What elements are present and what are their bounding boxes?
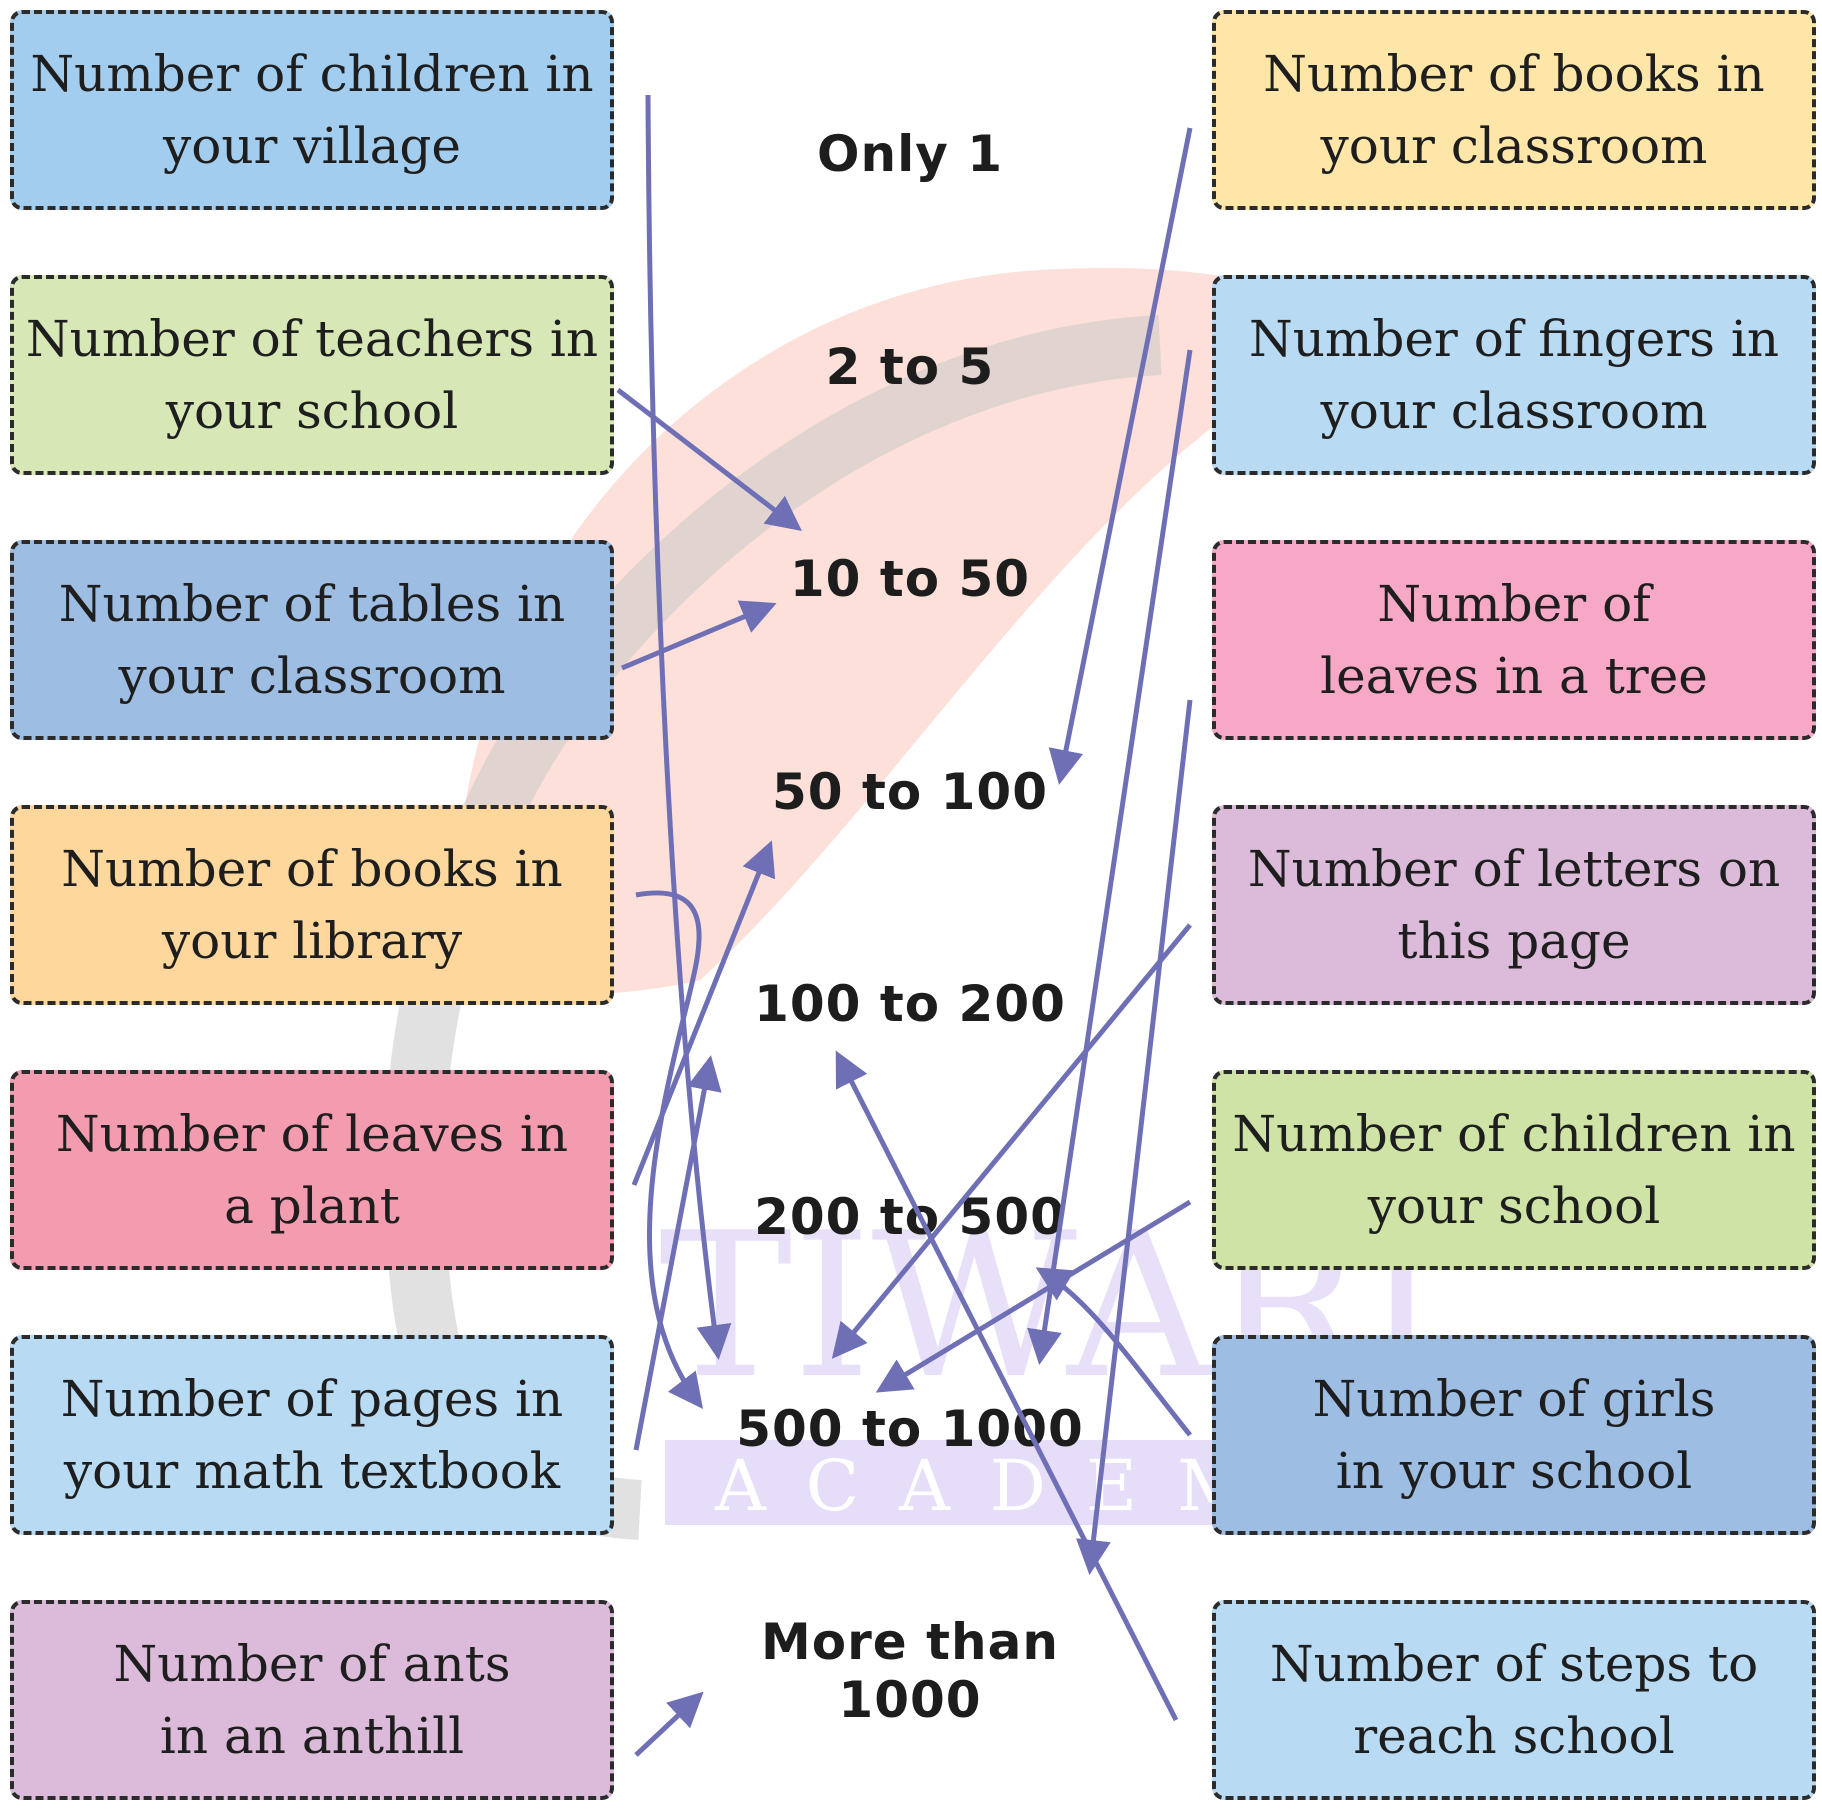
left-item-children-village: Number of children in your village bbox=[10, 10, 614, 210]
right-item-steps-school: Number of steps to reach school bbox=[1212, 1600, 1816, 1800]
right-item-fingers-classroom: Number of fingers in your classroom bbox=[1212, 275, 1816, 475]
range-10-to-50: 10 to 50 bbox=[789, 550, 1031, 608]
arrow-leaves-plant bbox=[631, 840, 776, 1186]
left-item-books-library: Number of books in your library bbox=[10, 805, 614, 1005]
left-item-teachers-school: Number of teachers in your school bbox=[10, 275, 614, 475]
arrow-letters-page bbox=[831, 923, 1192, 1359]
arrow-fingers-classroom bbox=[1027, 349, 1193, 1365]
left-item-label: Number of pages in your math textbook bbox=[60, 1370, 564, 1500]
left-item-label: Number of ants in an anthill bbox=[113, 1635, 511, 1765]
left-item-label: Number of children in your village bbox=[30, 45, 594, 175]
range-100-to-200: 100 to 200 bbox=[754, 975, 1066, 1033]
right-item-label: Number of girls in your school bbox=[1312, 1370, 1716, 1500]
left-item-leaves-plant: Number of leaves in a plant bbox=[10, 1070, 614, 1270]
arrow-teachers-school bbox=[616, 388, 802, 532]
right-item-label: Number of children in your school bbox=[1232, 1105, 1796, 1235]
right-item-girls-school: Number of girls in your school bbox=[1212, 1335, 1816, 1535]
arrow-steps-school bbox=[835, 1050, 1179, 1722]
right-item-label: Number of leaves in a tree bbox=[1320, 575, 1708, 705]
right-item-label: Number of letters on this page bbox=[1247, 840, 1781, 970]
right-item-books-classroom: Number of books in your classroom bbox=[1212, 10, 1816, 210]
right-item-label: Number of books in your classroom bbox=[1263, 45, 1765, 175]
arrow-books-classroom bbox=[1048, 127, 1193, 785]
arrow-children-village bbox=[645, 94, 732, 1360]
right-item-leaves-tree: Number of leaves in a tree bbox=[1212, 540, 1816, 740]
left-item-ants-anthill: Number of ants in an anthill bbox=[10, 1600, 614, 1800]
arrow-tables-classroom bbox=[621, 600, 777, 671]
range-2-to-5: 2 to 5 bbox=[825, 338, 995, 396]
right-item-letters-page: Number of letters on this page bbox=[1212, 805, 1816, 1005]
left-item-label: Number of tables in your classroom bbox=[58, 575, 566, 705]
right-item-label: Number of steps to reach school bbox=[1269, 1635, 1759, 1765]
range-only-1: Only 1 bbox=[816, 125, 1004, 183]
left-item-tables-classroom: Number of tables in your classroom bbox=[10, 540, 614, 740]
arrow-pages-textbook bbox=[633, 1055, 722, 1451]
arrow-ants-anthill bbox=[634, 1691, 704, 1757]
left-item-label: Number of leaves in a plant bbox=[55, 1105, 569, 1235]
left-item-pages-textbook: Number of pages in your math textbook bbox=[10, 1335, 614, 1535]
range-more-than-1000: More than 1000 bbox=[761, 1613, 1059, 1729]
arrow-books-library bbox=[635, 890, 704, 1409]
right-item-children-school: Number of children in your school bbox=[1212, 1070, 1816, 1270]
arrow-leaves-tree bbox=[1076, 699, 1193, 1575]
left-item-label: Number of books in your library bbox=[61, 840, 563, 970]
arrow-girls-school bbox=[1035, 1267, 1192, 1437]
right-item-label: Number of fingers in your classroom bbox=[1248, 310, 1780, 440]
range-50-to-100: 50 to 100 bbox=[771, 763, 1049, 821]
range-500-to-1000: 500 to 1000 bbox=[736, 1400, 1084, 1458]
arrow-children-school bbox=[875, 1199, 1192, 1393]
left-item-label: Number of teachers in your school bbox=[25, 310, 599, 440]
